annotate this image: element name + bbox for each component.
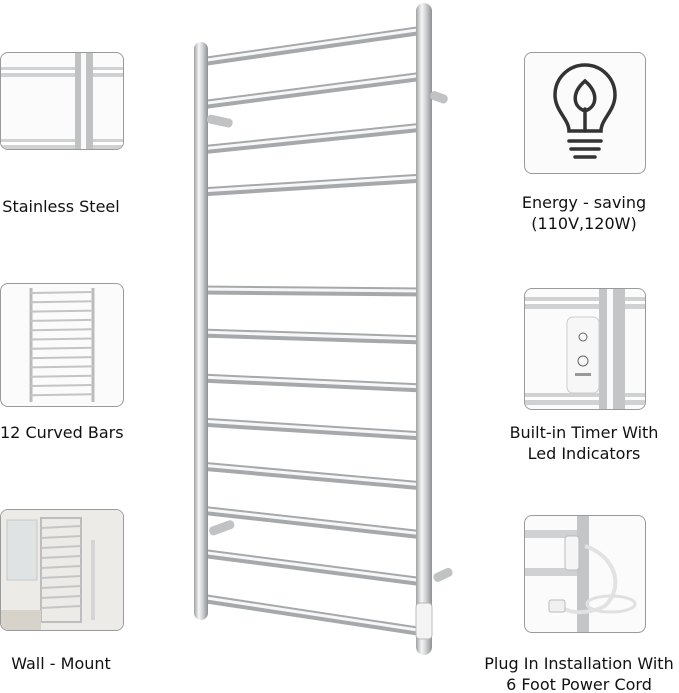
lightbulb-leaf-icon: [553, 63, 617, 159]
energy-label-line2: (110V,120W): [531, 214, 637, 233]
stainless-steel-image: [0, 52, 124, 150]
rack-bar-highlight: [199, 175, 425, 193]
timer-image: [524, 288, 646, 410]
mini-rack-bar: [30, 328, 94, 332]
feature-label-plug: Plug In Installation With 6 Foot Power C…: [474, 653, 679, 693]
feature-label-bars: 12 Curved Bars: [0, 423, 124, 442]
rack-bar-highlight: [199, 124, 425, 151]
mini-rack-bar: [30, 309, 94, 313]
rack-bar-highlight: [199, 287, 425, 293]
timer-control: [415, 602, 433, 640]
rack-bar-highlight: [199, 550, 425, 583]
mini-rack-bar: [30, 356, 94, 360]
ladder-rack: [29, 288, 95, 402]
rack-bar-highlight: [199, 419, 425, 437]
timer-label-line1: Built-in Timer With: [509, 423, 659, 442]
rack-bar-highlight: [199, 27, 425, 63]
feature-label-timer: Built-in Timer With Led Indicators: [484, 422, 679, 464]
power-plug-cord: [525, 516, 637, 632]
mini-rack-bar: [30, 384, 94, 387]
right-post: [416, 3, 432, 655]
mini-rack-bar: [30, 365, 94, 369]
feature-label-wall-mount: Wall - Mount: [11, 654, 111, 673]
wall-mount-image: [0, 509, 124, 631]
rack-bar-highlight: [199, 463, 425, 487]
left-post: [194, 42, 208, 620]
rack-bar-highlight: [199, 73, 425, 106]
mini-rack-bar: [30, 393, 94, 397]
timer-switch: [525, 289, 645, 409]
rack-bar-highlight: [199, 375, 425, 389]
plug-label-line2: 6 Foot Power Cord: [506, 675, 652, 693]
mini-rack-bar: [30, 374, 94, 378]
rack-bar-highlight: [199, 595, 425, 633]
mini-rack-bar: [30, 318, 94, 322]
curved-bars-image: [0, 283, 124, 407]
energy-label-line1: Energy - saving: [521, 193, 647, 212]
energy-saving-image: [524, 52, 646, 174]
bathroom-wall: [1, 510, 123, 630]
steel-bars-closeup: [1, 53, 123, 149]
rack-bar-highlight: [199, 507, 425, 536]
rack-bar-highlight: [199, 330, 425, 341]
mini-rack-bar: [30, 300, 94, 304]
feature-label-stainless: Stainless Steel: [2, 197, 120, 216]
wall-brackets: [206, 91, 453, 582]
mini-rack-bar: [30, 337, 94, 341]
plug-in-image: [524, 515, 646, 633]
mini-rack-bar: [30, 346, 94, 350]
timer-label-line2: Led Indicators: [527, 444, 641, 463]
plug-label-line1: Plug In Installation With: [484, 654, 674, 673]
feature-label-energy: Energy - saving (110V,120W): [484, 192, 679, 234]
mini-rack-bar: [30, 291, 94, 294]
towel-warmer-rack: [194, 3, 453, 655]
